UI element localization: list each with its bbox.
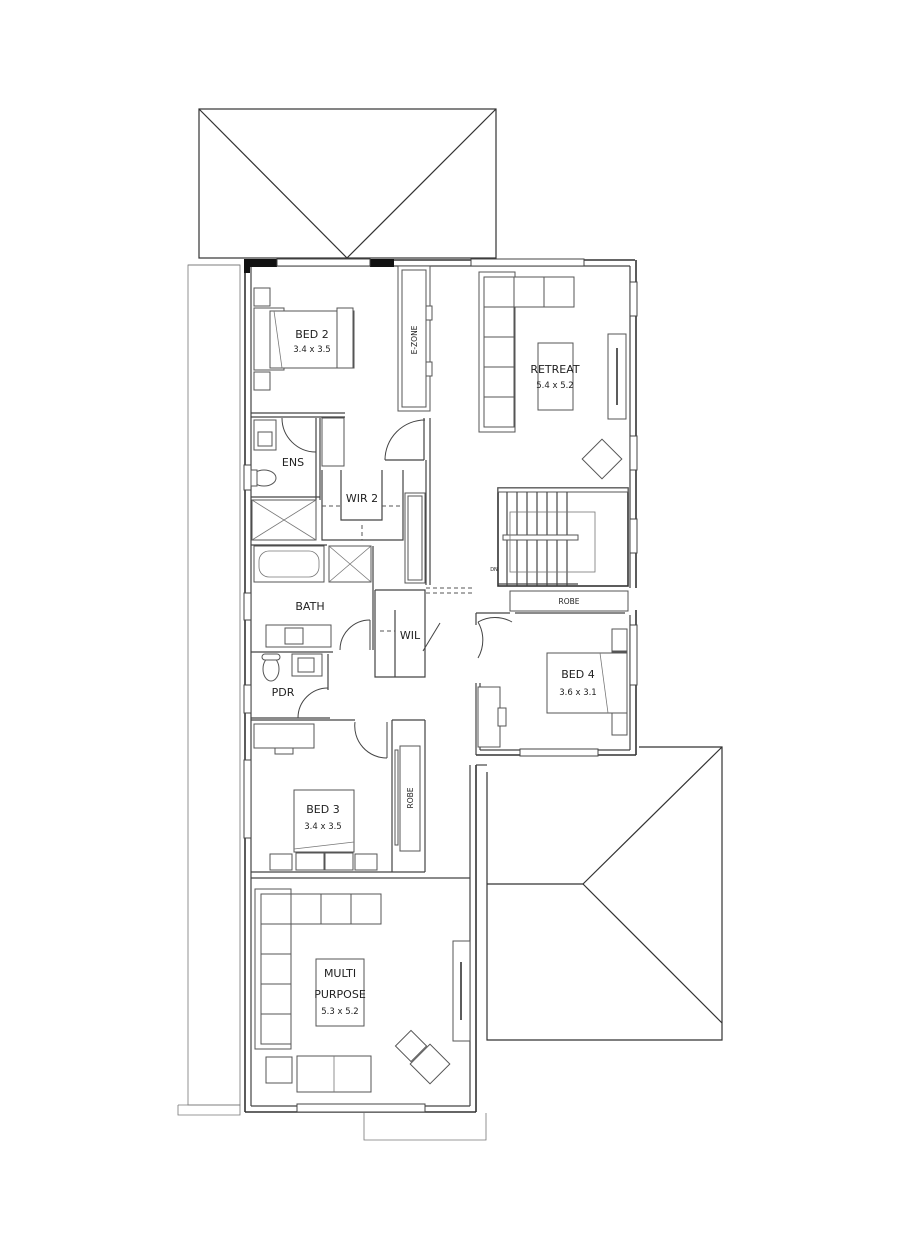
- robe-label-bed3: ROBE: [406, 787, 415, 808]
- room-size-retreat: 5.4 x 5.2: [536, 381, 573, 391]
- staircase[interactable]: [498, 492, 596, 586]
- multi-purpose-furniture: [254, 888, 471, 1093]
- bed4-robe: [475, 590, 629, 625]
- room-label-multi-line1: MULTI: [324, 967, 356, 980]
- wall-columns: [244, 259, 394, 273]
- room-label-multi-line2: PURPOSE: [314, 988, 366, 1001]
- bed2-bed: [253, 287, 355, 391]
- roof-top: [198, 108, 497, 259]
- windows: [243, 258, 638, 1113]
- room-size-bed2: 3.4 x 3.5: [293, 345, 330, 355]
- room-label-wil: WIL: [400, 629, 421, 642]
- room-label-bath: BATH: [295, 600, 324, 613]
- room-label-wir2: WIR 2: [346, 492, 378, 505]
- entry-portico: [363, 1113, 487, 1141]
- room-label-ens: ENS: [282, 456, 304, 469]
- ezone-label: E-ZONE: [410, 325, 419, 354]
- room-size-bed4: 3.6 x 3.1: [559, 688, 596, 698]
- bed3-bed: [269, 789, 378, 871]
- left-eave: [177, 264, 241, 1116]
- robe-label-bed4: ROBE: [559, 597, 580, 606]
- room-size-multi: 5.3 x 5.2: [321, 1007, 358, 1017]
- stair-dn-label: DN: [490, 567, 498, 573]
- doors[interactable]: [281, 417, 513, 759]
- ens-fittings: [250, 419, 277, 487]
- room-size-bed3: 3.4 x 3.5: [304, 822, 341, 832]
- room-label-pdr: PDR: [272, 686, 295, 699]
- room-label-bed2: BED 2: [295, 328, 328, 341]
- room-label-retreat: RETREAT: [530, 363, 580, 376]
- bed4-bed: [546, 628, 628, 736]
- room-label-bed3: BED 3: [306, 803, 339, 816]
- room-label-bed4: BED 4: [561, 668, 594, 681]
- retreat-furniture: [478, 271, 627, 480]
- bed4-chair: [497, 707, 507, 727]
- roof-bottom-right: [486, 746, 723, 1041]
- bed4-desk: [477, 686, 501, 748]
- internal-walls: [251, 265, 629, 879]
